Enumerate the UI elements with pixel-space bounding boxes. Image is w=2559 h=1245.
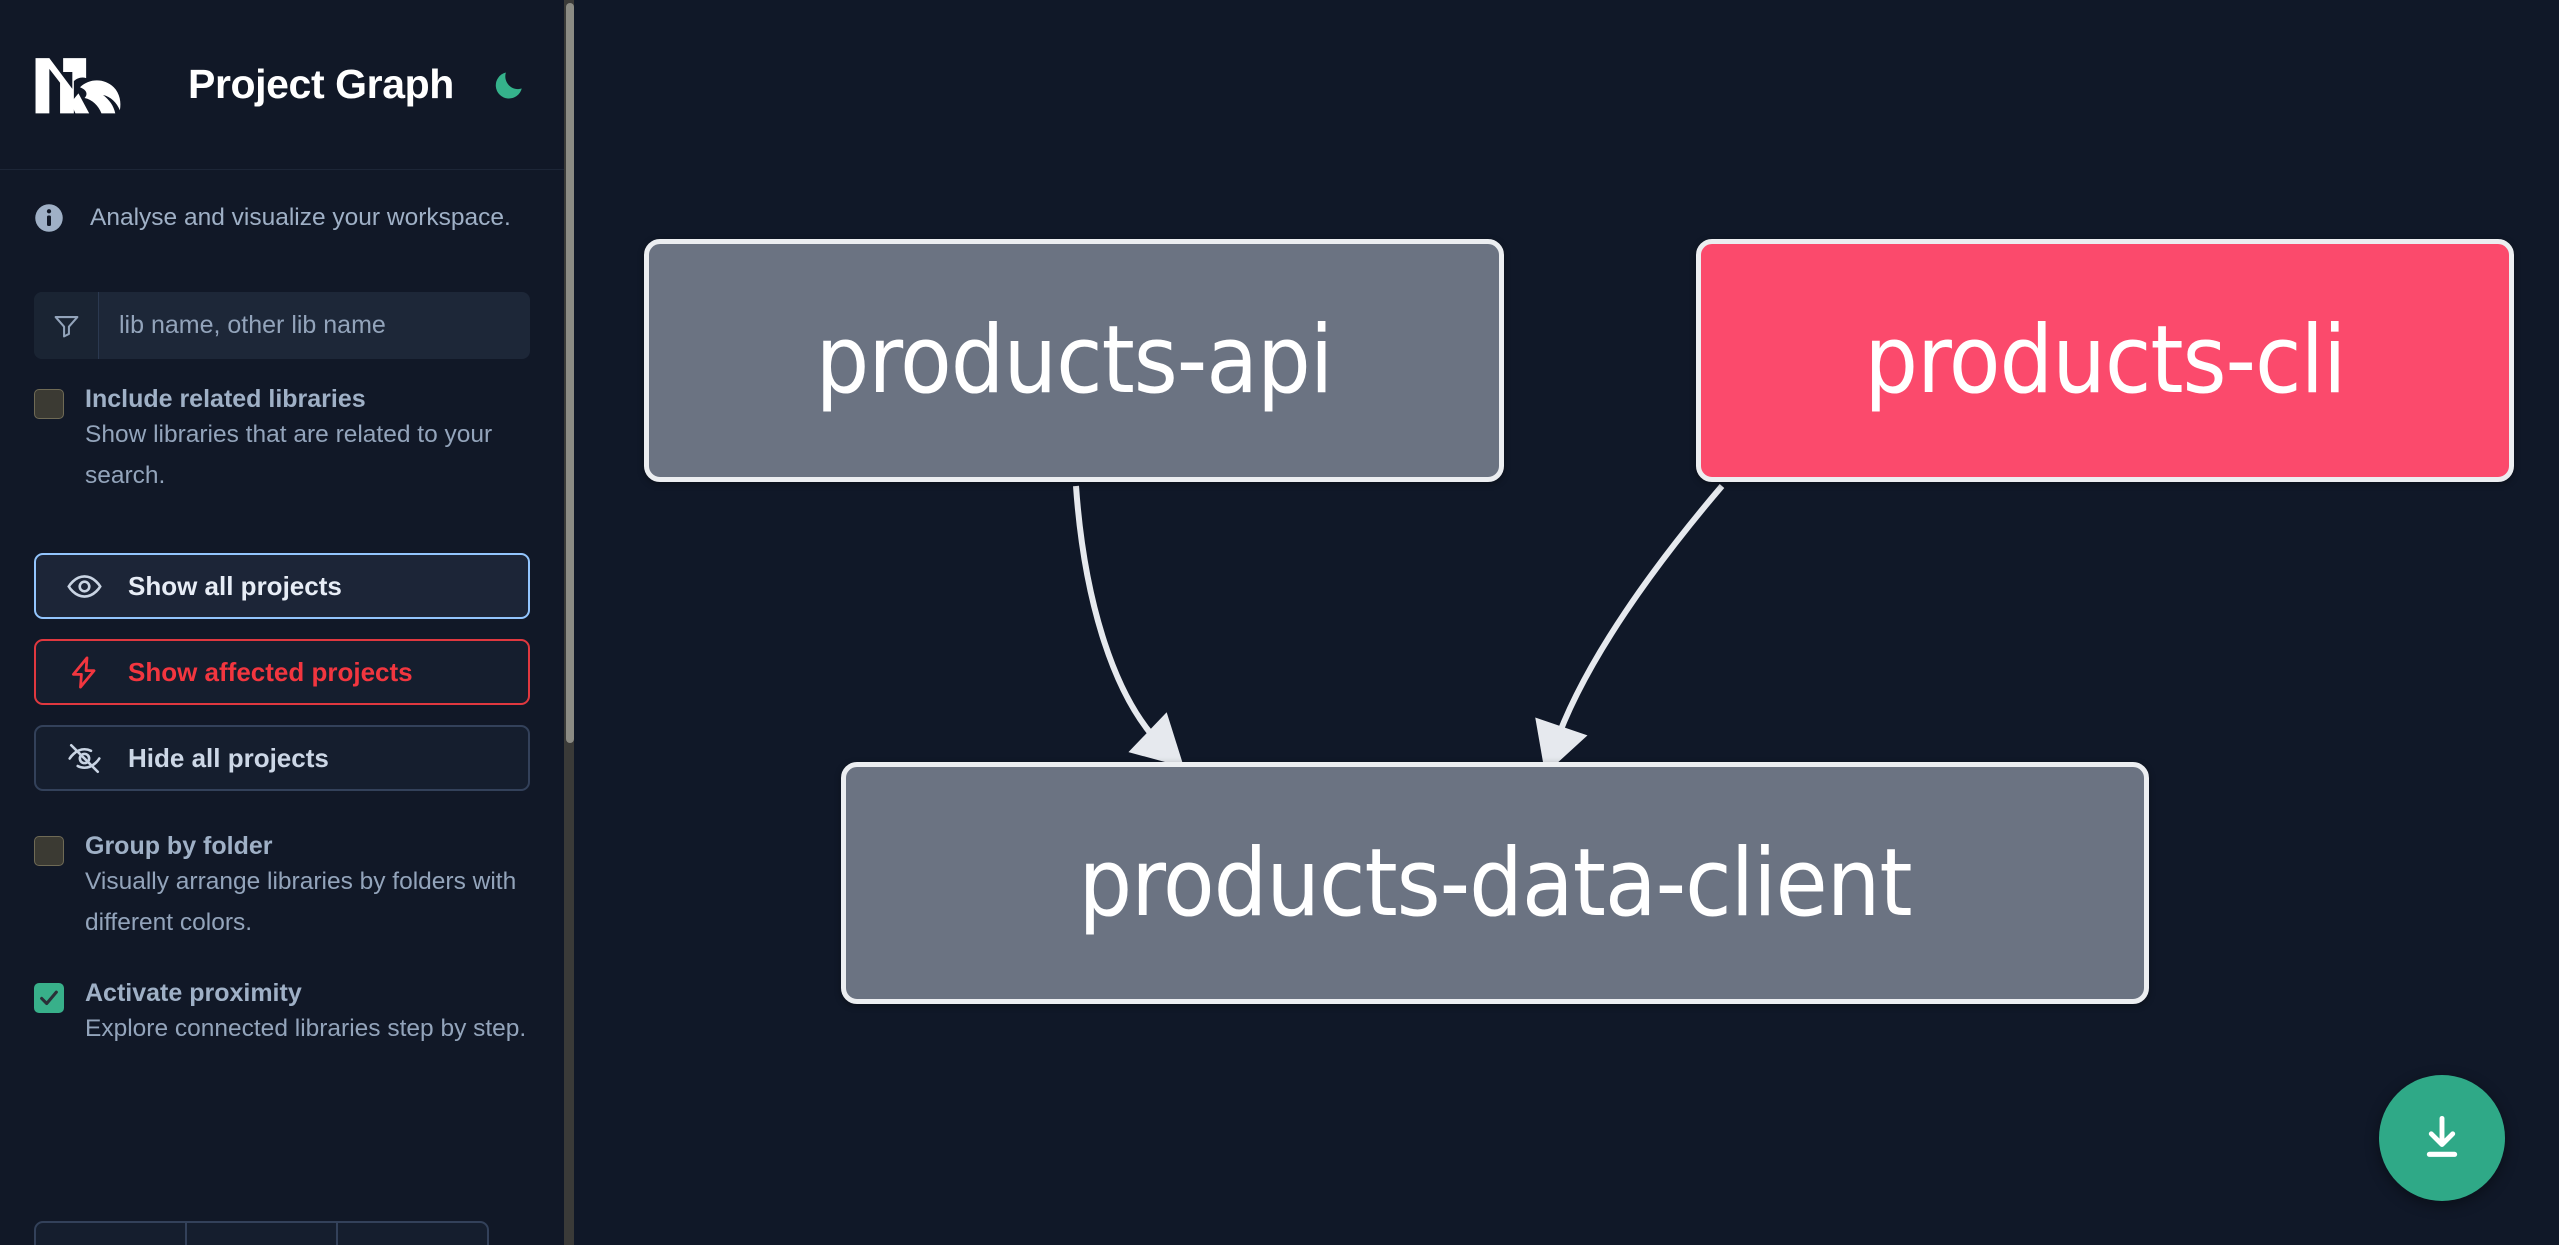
option-title: Group by folder <box>85 832 273 860</box>
search-bar[interactable] <box>34 292 530 359</box>
filter-funnel-icon <box>54 316 78 338</box>
hide-all-projects-button[interactable]: Hide all projects <box>34 725 530 791</box>
hide-all-projects-label: Hide all projects <box>128 742 329 773</box>
info-circle-icon <box>35 204 63 232</box>
show-all-projects-label: Show all projects <box>128 570 342 601</box>
graph-canvas[interactable]: products-api products-cli products-data-… <box>574 0 2559 1245</box>
option-description: Explore connected libraries step by step… <box>85 1015 527 1042</box>
checkbox-include-related-libraries[interactable] <box>34 389 64 419</box>
sidebar: Project Graph Analyse and visualize your… <box>0 0 574 1245</box>
edge-products-api-to-products-data-client <box>1073 485 1184 768</box>
graph-node-label: products-data-client <box>1078 828 1913 938</box>
sidebar-tagline: Analyse and visualize your workspace. <box>0 170 564 266</box>
graph-edges <box>1073 484 1725 775</box>
option-body: Activate proximity Explore connected lib… <box>85 978 526 1049</box>
option-title: Activate proximity <box>85 979 302 1007</box>
graph-node-products-data-client[interactable]: products-data-client <box>841 762 2149 1004</box>
option-description: Show libraries that are related to your … <box>85 421 493 489</box>
graph-node-label: products-api <box>815 306 1334 415</box>
sidebar-header: Project Graph <box>0 0 564 170</box>
segmented-option[interactable] <box>187 1223 338 1245</box>
option-body: Include related libraries Show libraries… <box>85 384 530 496</box>
graph-node-label: products-cli <box>1864 306 2346 415</box>
sidebar-content: Project Graph Analyse and visualize your… <box>0 0 564 1245</box>
nx-logo-icon <box>35 57 121 113</box>
checkbox-group-by-folder[interactable] <box>34 836 64 866</box>
option-group-by-folder[interactable]: Group by folder Visually arrange librari… <box>0 831 564 943</box>
show-affected-projects-label: Show affected projects <box>128 656 413 687</box>
eye-icon <box>66 568 103 605</box>
page-title: Project Graph <box>188 61 454 107</box>
show-all-projects-button[interactable]: Show all projects <box>34 553 530 619</box>
download-icon <box>2426 1115 2458 1157</box>
check-icon <box>40 990 58 1006</box>
edge-products-cli-to-products-data-client <box>1535 484 1725 775</box>
checkbox-activate-proximity[interactable] <box>34 983 64 1013</box>
option-title: Include related libraries <box>85 385 366 413</box>
segmented-option[interactable] <box>36 1223 187 1245</box>
filter-funnel-icon-box <box>34 292 99 359</box>
eye-slash-icon <box>66 740 103 777</box>
segmented-option[interactable] <box>338 1223 487 1245</box>
show-affected-projects-button[interactable]: Show affected projects <box>34 639 530 705</box>
option-include-related-libraries[interactable]: Include related libraries Show libraries… <box>0 384 564 496</box>
graph-node-products-api[interactable]: products-api <box>644 239 1504 482</box>
download-image-button[interactable] <box>2379 1075 2505 1201</box>
option-description: Visually arrange libraries by folders wi… <box>85 868 517 936</box>
segmented-control[interactable] <box>34 1221 489 1245</box>
search-input[interactable] <box>99 292 530 359</box>
option-activate-proximity[interactable]: Activate proximity Explore connected lib… <box>0 978 564 1049</box>
option-body: Group by folder Visually arrange librari… <box>85 831 530 943</box>
lightning-icon <box>66 654 103 691</box>
sidebar-tagline-text: Analyse and visualize your workspace. <box>90 204 511 231</box>
sidebar-scrollbar-thumb[interactable] <box>566 3 574 743</box>
graph-node-products-cli[interactable]: products-cli <box>1696 239 2514 482</box>
moon-icon[interactable] <box>492 68 526 102</box>
